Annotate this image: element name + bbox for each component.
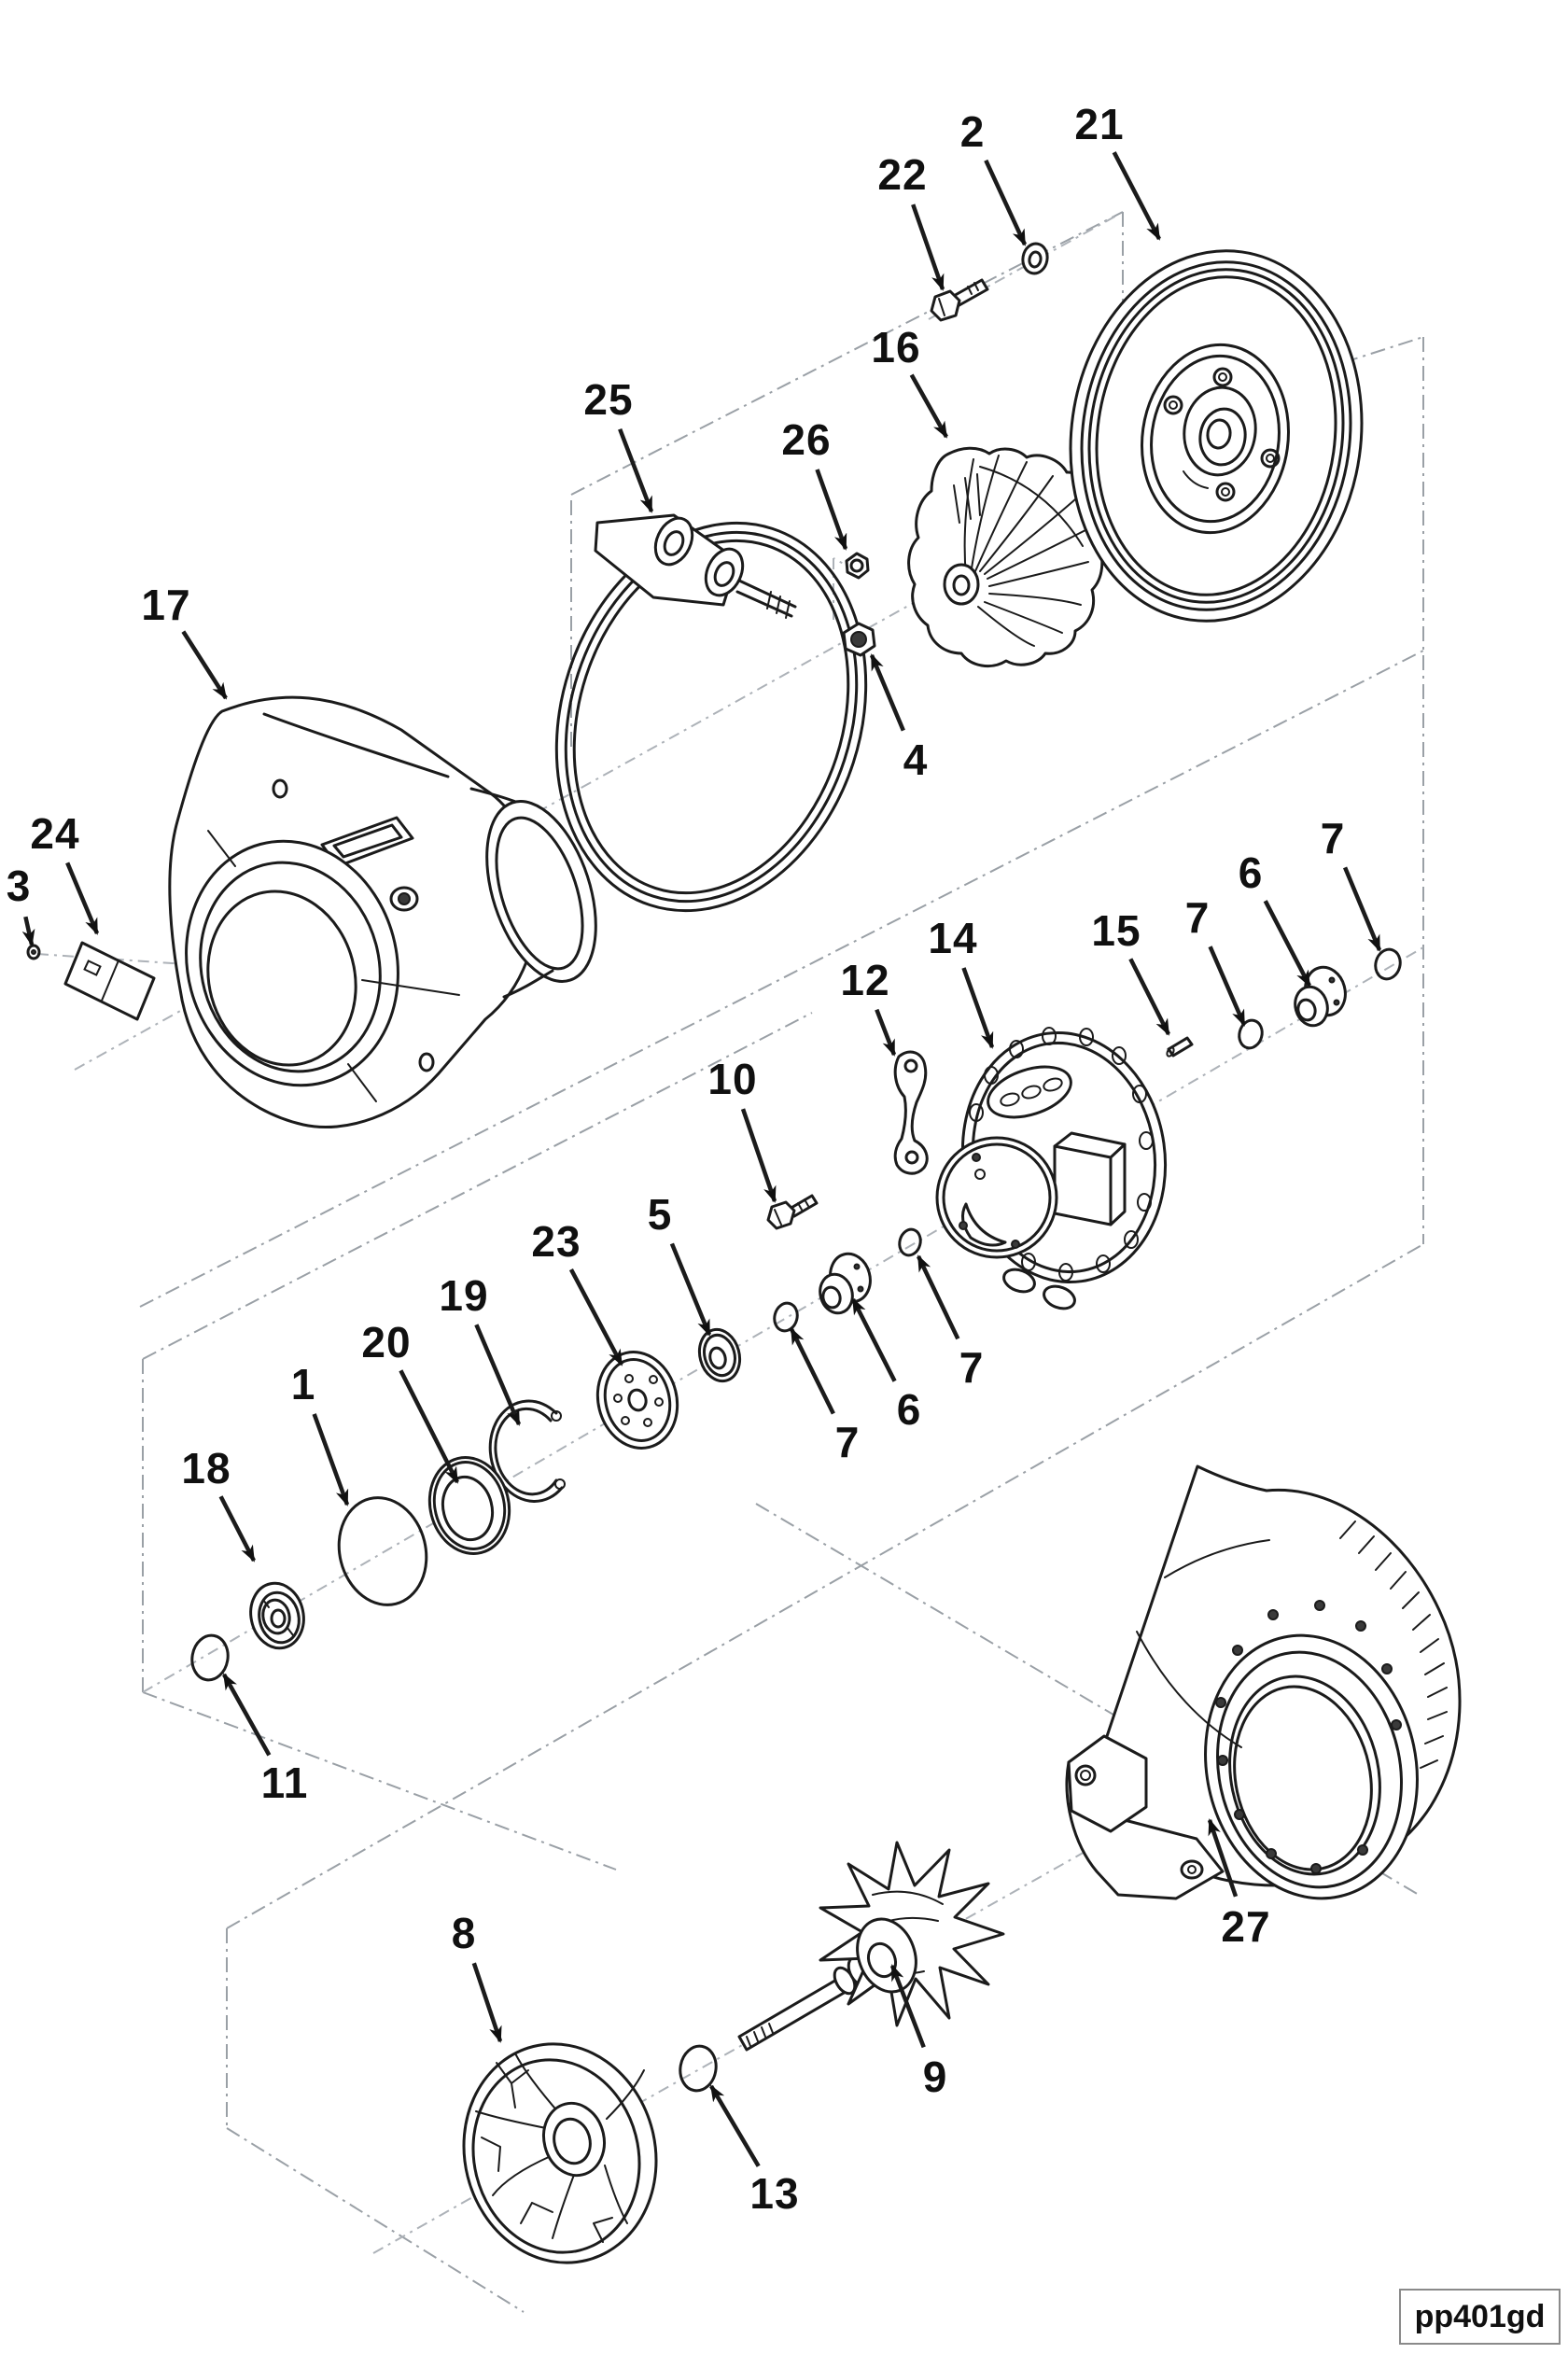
part-washer-5 [697, 1327, 742, 1383]
part-bearing-housing-14 [935, 1027, 1168, 1310]
hub-bolt-holes [1163, 367, 1281, 502]
leader-arrow-1 [312, 1413, 350, 1506]
figure-code-text: pp401gd [1414, 2298, 1546, 2334]
part-oring-7d [898, 1227, 922, 1257]
leader-arrow-2 [984, 159, 1028, 246]
leader-arrow-24 [65, 862, 100, 935]
leader-arrow-8 [471, 1962, 503, 2043]
part-oring-11 [190, 1633, 230, 1682]
leader-arrow-19 [474, 1324, 522, 1426]
leader-arrow-27 [1207, 1818, 1239, 1898]
leader-arrow-26 [815, 469, 848, 551]
part-locknut-4 [842, 622, 876, 657]
flange-bolt-dots [1215, 1600, 1402, 1874]
figure-code-box: pp401gd [1399, 2289, 1561, 2345]
leader-arrow-7 [1342, 866, 1382, 952]
leader-arrow-15 [1128, 958, 1171, 1036]
part-turbine-wheel-8 [462, 2042, 658, 2264]
part-washer-2 [1021, 242, 1049, 275]
leader-arrow-23 [568, 1268, 623, 1366]
part-backplate-21 [1069, 249, 1364, 623]
part-oring-13 [679, 2044, 718, 2093]
part-nameplate-24 [63, 941, 156, 1021]
part-bearing-6a [1294, 965, 1347, 1028]
leader-arrow-13 [709, 2084, 761, 2167]
leader-arrow-21 [1112, 151, 1161, 241]
leader-arrow-22 [911, 203, 945, 291]
leader-arrow-17 [181, 630, 228, 700]
part-bolt-22 [930, 278, 989, 322]
part-oring-7a [1374, 947, 1402, 981]
part-bearing-18 [249, 1581, 305, 1650]
part-vband-clamp-25 [554, 513, 868, 913]
part-nut-26 [845, 552, 870, 580]
leader-arrow-16 [909, 373, 948, 439]
leader-arrow-14 [961, 967, 995, 1049]
leader-arrow-11 [222, 1673, 272, 1757]
leader-arrow-7 [1208, 946, 1247, 1027]
part-compressor-housing-17 [168, 695, 597, 1128]
leader-arrow-7 [916, 1254, 960, 1340]
leader-arrow-6 [850, 1297, 897, 1382]
part-link-12 [893, 1050, 929, 1175]
part-shaft-turbine-9 [737, 1841, 1005, 2052]
part-oring-7b [1238, 1018, 1264, 1050]
leader-arrow-5 [669, 1242, 712, 1337]
part-oring-7c [773, 1301, 799, 1333]
leader-arrow-9 [889, 1964, 926, 2049]
leader-arrow-4 [869, 653, 905, 732]
leader-arrow-3 [21, 916, 35, 946]
leader-arrow-18 [218, 1495, 257, 1562]
part-turbine-housing-27 [1065, 1464, 1462, 1900]
volute-hatch [1339, 1520, 1448, 1769]
leader-arrow-12 [875, 1008, 897, 1057]
part-pin-15 [1166, 1036, 1194, 1058]
leader-arrow-10 [740, 1108, 777, 1203]
part-oring-1 [337, 1496, 428, 1606]
leader-arrow-20 [399, 1369, 460, 1484]
part-snap-ring-19 [488, 1399, 566, 1503]
part-compressor-wheel-16 [907, 446, 1104, 668]
part-bolt-10 [766, 1194, 819, 1230]
leader-arrow-7 [789, 1327, 835, 1415]
part-thrust-plate-23 [595, 1351, 679, 1450]
leader-arrow-6 [1263, 900, 1311, 988]
leader-arrow-25 [618, 427, 654, 513]
